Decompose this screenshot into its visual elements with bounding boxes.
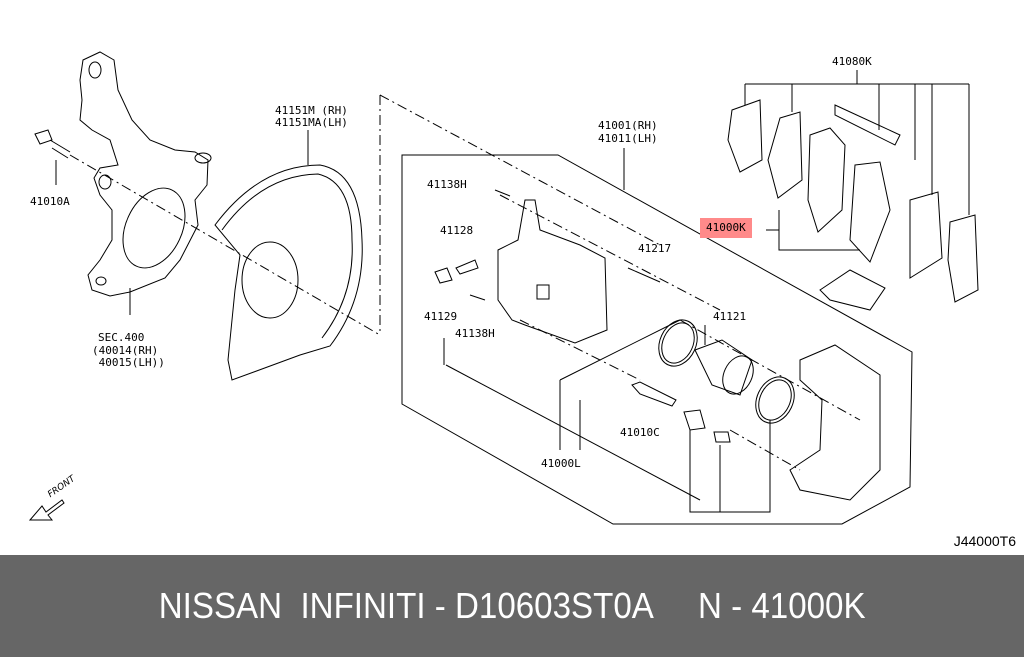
- callout-41151MA: 41151MA(LH): [275, 116, 348, 129]
- callout-41138H-lower: 41138H: [455, 327, 495, 340]
- callout-41151M: 41151M (RH): [275, 104, 348, 117]
- diagram-drawing: [28, 51, 979, 525]
- front-arrow-icon: [28, 499, 65, 521]
- callout-41001: 41001(RH): [598, 119, 658, 132]
- callout-41011: 41011(LH): [598, 132, 658, 145]
- callout-41129: 41129: [424, 310, 458, 323]
- splash-shield-drawing: [214, 130, 363, 381]
- steering-knuckle-drawing: [34, 51, 212, 315]
- callout-41217: 41217: [638, 242, 672, 255]
- callout-sec400: SEC.400: [98, 331, 145, 344]
- piston-seals-drawing: [559, 319, 795, 513]
- callout-41080K: 41080K: [832, 55, 872, 68]
- callout-41010A: 41010A: [30, 195, 70, 208]
- callout-40015: 40015(LH)): [92, 356, 165, 369]
- callout-41010C: 41010C: [620, 426, 660, 439]
- caliper-group-outline: [401, 148, 913, 525]
- callout-40014: (40014(RH): [92, 344, 159, 357]
- callout-41000K-highlighted[interactable]: 41000K: [700, 218, 752, 238]
- pad-kit-drawing: [727, 70, 979, 311]
- callout-41128: 41128: [440, 224, 474, 237]
- callout-41121: 41121: [713, 310, 747, 323]
- part-footer-banner: NISSAN INFINITI - D10603ST0A N - 41000K: [0, 555, 1024, 657]
- diagram-code: J44000T6: [953, 533, 1016, 549]
- caliper-body-drawing: [434, 189, 661, 344]
- callout-41000L: 41000L: [541, 457, 581, 470]
- part-number-text: NISSAN INFINITI - D10603ST0A N - 41000K: [158, 585, 866, 626]
- caliper-bracket-drawing: [789, 344, 881, 501]
- parts-diagram: 41010A SEC.400 (40014(RH) 40015(LH)) 411…: [28, 51, 1016, 549]
- callout-41138H-upper: 41138H: [427, 178, 467, 191]
